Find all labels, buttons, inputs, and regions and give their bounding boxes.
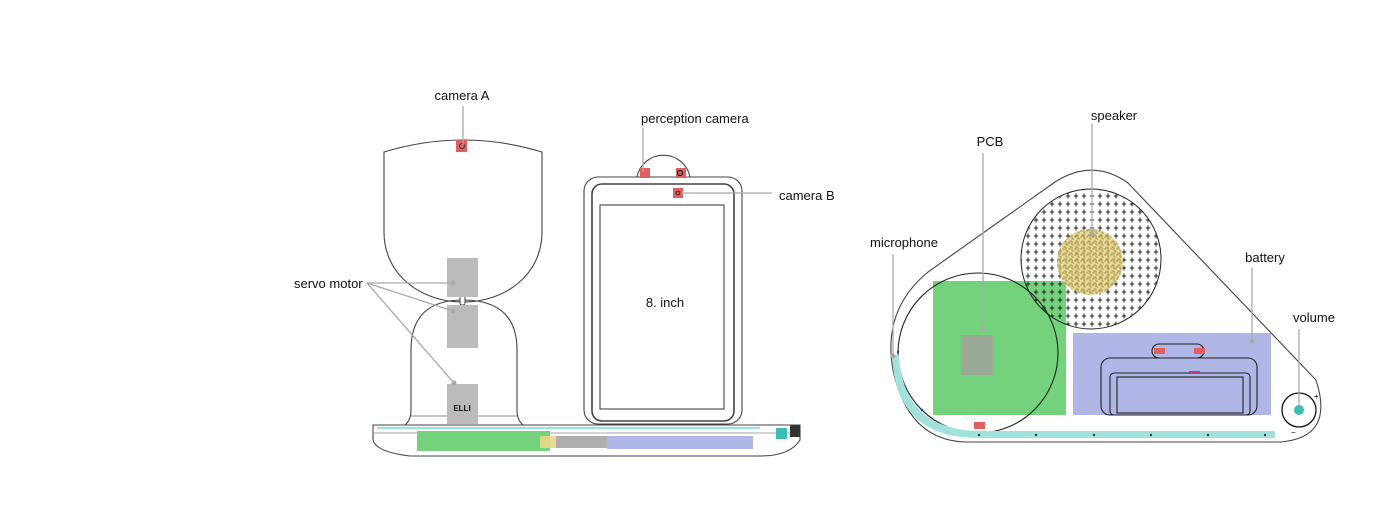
speaker-block bbox=[540, 436, 556, 448]
camera-a-label: camera A bbox=[435, 88, 490, 103]
camera-a-marker bbox=[456, 140, 467, 152]
perception-camera-label: perception camera bbox=[641, 111, 749, 126]
battery-block bbox=[607, 436, 753, 449]
robot-front-view: ELLI camera A servo motor 8. inch percep… bbox=[294, 88, 835, 457]
pcb-label: PCB bbox=[977, 134, 1004, 149]
tablet-screen bbox=[599, 204, 725, 410]
camera-b-label: camera B bbox=[779, 188, 835, 203]
base-outline bbox=[372, 424, 801, 457]
svg-text:+: + bbox=[1314, 392, 1319, 401]
microphone-label: microphone bbox=[870, 235, 938, 250]
tablet-outline bbox=[583, 176, 743, 425]
perception-camera-left bbox=[640, 168, 650, 178]
servo-motor-label: servo motor bbox=[294, 276, 363, 291]
pcb-block bbox=[417, 431, 550, 451]
servo-motor-base bbox=[447, 384, 478, 424]
robot-top-view: + − speaker PCB microphone battery volume bbox=[870, 108, 1335, 443]
tablet-bezel bbox=[591, 183, 735, 422]
servo-motor-head bbox=[447, 258, 478, 297]
volume-knob bbox=[1294, 405, 1304, 415]
svg-text:−: − bbox=[1291, 428, 1296, 437]
battery-label: battery bbox=[1245, 250, 1285, 265]
pcb-chip bbox=[961, 335, 993, 375]
volume-block bbox=[776, 428, 787, 439]
camera-b-marker bbox=[673, 188, 683, 198]
speaker-coil bbox=[1057, 229, 1123, 295]
speaker-label: speaker bbox=[1091, 108, 1138, 123]
battery-pack bbox=[1073, 333, 1271, 415]
port-block bbox=[790, 425, 800, 437]
component-block bbox=[556, 436, 607, 448]
pcb-connector bbox=[974, 422, 985, 429]
perception-camera-right bbox=[676, 168, 686, 178]
volume-label: volume bbox=[1293, 310, 1335, 325]
screen-size-label: 8. inch bbox=[646, 295, 684, 310]
brand-label: ELLI bbox=[453, 404, 470, 413]
camera-a-lens-icon bbox=[459, 143, 465, 149]
